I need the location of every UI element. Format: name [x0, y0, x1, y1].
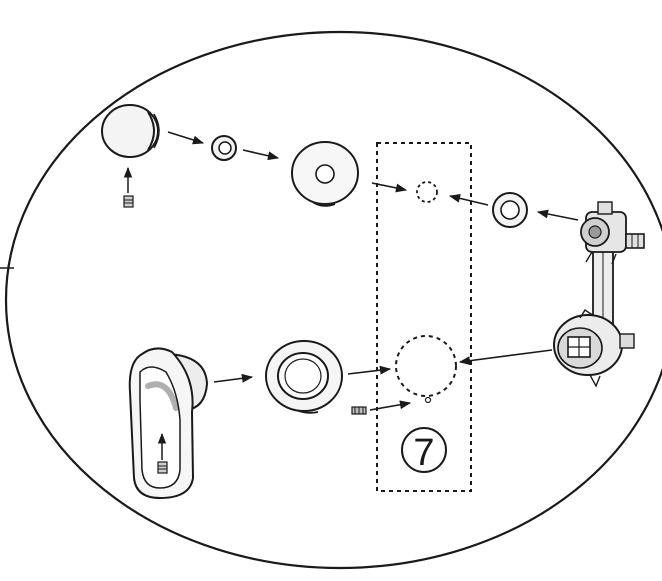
cap-screw-icon [123, 166, 134, 208]
lever-handle-icon [128, 347, 209, 500]
arrow-valve-to-large-hole [458, 349, 553, 366]
large-escutcheon-icon [265, 340, 343, 414]
wall-cutout-outline [376, 142, 472, 492]
small-washer-icon [211, 135, 237, 161]
arrow-washer-to-hole [448, 193, 489, 206]
large-cutout-hole [395, 335, 457, 397]
step-number-badge: 7 [401, 427, 447, 474]
washer-ring-icon [492, 192, 528, 228]
arrow-escutcheon-to-hole [347, 365, 392, 375]
screw-hole [424, 396, 432, 404]
arrow-valve-to-washer [536, 209, 579, 221]
escutcheon-plate-icon [291, 141, 359, 207]
arrow-plate-to-hole [371, 182, 408, 193]
detail-ellipse [5, 30, 662, 570]
arrow-screw-to-body [369, 400, 412, 411]
set-screw-icon [351, 406, 367, 415]
valve-body-icon [553, 201, 645, 388]
cap-nut-icon [101, 104, 160, 158]
step-number: 7 [413, 432, 434, 474]
arrow-capnut-to-washer [167, 131, 205, 145]
small-cutout-hole [416, 181, 438, 203]
arrow-handle-to-escutcheon [213, 373, 254, 383]
arrow-washer-to-plate [242, 149, 280, 161]
